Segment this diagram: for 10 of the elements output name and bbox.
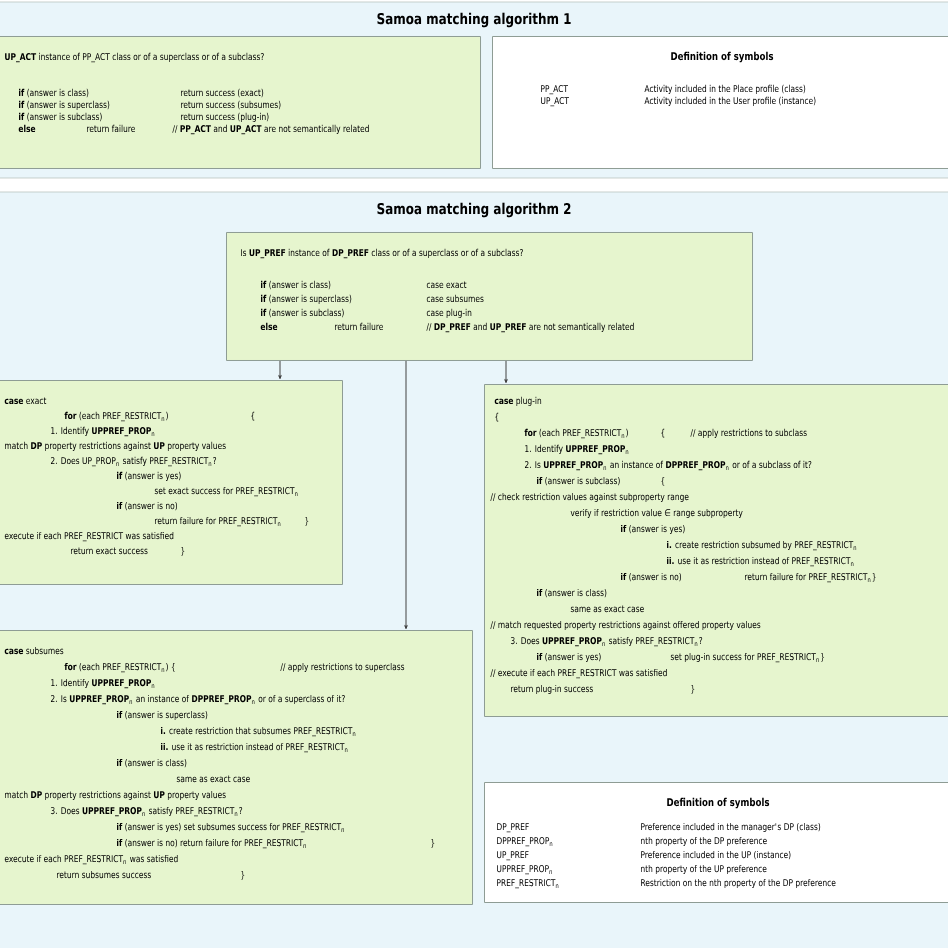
arrow [504,360,508,384]
code-box [484,384,948,717]
code-box [226,232,753,361]
arrow [404,360,408,630]
code-box [0,36,481,169]
code-box [0,380,343,585]
arrow [278,360,282,380]
definition-table [484,782,948,903]
definition-table [492,36,948,169]
code-box [0,630,473,905]
